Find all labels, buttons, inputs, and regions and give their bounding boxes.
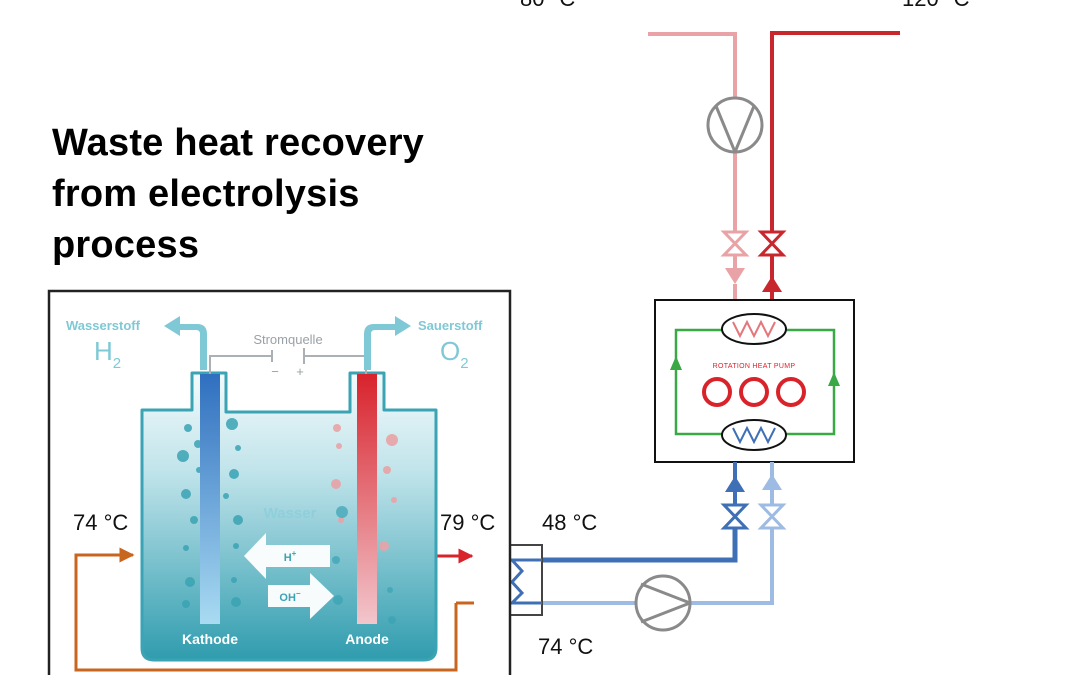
temp-top-left-label: 80 °C (520, 0, 575, 12)
h-ion-arrow-icon (244, 533, 330, 579)
svg-text:OH−: OH− (279, 589, 301, 604)
temp-hx-outlet-label: 48 °C (542, 510, 598, 535)
oxygen-subscript: 2 (460, 355, 468, 372)
anode-electrode (357, 374, 377, 624)
rotor-icon (702, 377, 732, 407)
cathode-electrode (200, 374, 220, 624)
hot-supply-line (648, 31, 900, 232)
temp-top-right-label: 120 °C (902, 0, 970, 12)
title-line-3: process (52, 224, 200, 266)
bottom-right-valve-icon (757, 474, 787, 530)
hydrogen-label: Wasserstoff (66, 318, 141, 333)
svg-text:H2: H2 (94, 336, 121, 372)
diagram-title: Waste heat recovery from electrolysis pr… (52, 118, 512, 271)
return-loop-line (74, 547, 474, 672)
title-line-1: Waste heat recovery (52, 122, 425, 164)
minus-sign: − (271, 364, 279, 379)
svg-text:O2: O2 (440, 336, 469, 372)
oxygen-arrow-icon (364, 316, 411, 370)
heat-pump-unit: ROTATION HEAT PUMP (654, 299, 855, 463)
title-line-2: from electrolysis (52, 173, 360, 215)
loop-arrow-icon (828, 372, 840, 386)
electrolysis-tank (140, 371, 438, 662)
bottom-left-valve-icon (720, 476, 750, 530)
bottom-pump-icon (634, 574, 692, 632)
hydrogen-formula: H (94, 336, 113, 366)
temp-cell-inlet-label: 74 °C (73, 510, 129, 535)
oxygen-label: Sauerstoff (418, 318, 483, 333)
plus-sign: + (296, 364, 304, 379)
rotor-icon (739, 377, 769, 407)
h-ion-label: H (284, 552, 292, 564)
loop-arrow-icon (670, 356, 682, 370)
hydrogen-subscript: 2 (113, 355, 121, 372)
rotor-icon (776, 377, 806, 407)
h-ion-sup: + (292, 549, 297, 558)
heat-pump-label: ROTATION HEAT PUMP (713, 363, 796, 370)
svg-text:H+: H+ (284, 549, 297, 564)
oh-ion-sup: − (296, 589, 301, 598)
hydrogen-arrow-icon (164, 316, 207, 370)
anode-label: Anode (345, 631, 389, 647)
water-label: Wasser (264, 505, 317, 522)
top-right-valve-icon (757, 230, 787, 318)
oh-ion-label: OH (279, 592, 296, 604)
temp-anode-outlet-label: 79 °C (440, 510, 496, 535)
oh-ion-arrow-icon (268, 573, 334, 619)
top-pump-icon (706, 96, 764, 154)
temp-hx-return-label: 74 °C (538, 634, 594, 659)
oxygen-formula: O (440, 336, 460, 366)
cathode-label: Kathode (182, 631, 238, 647)
power-source-label: Stromquelle (253, 332, 322, 347)
